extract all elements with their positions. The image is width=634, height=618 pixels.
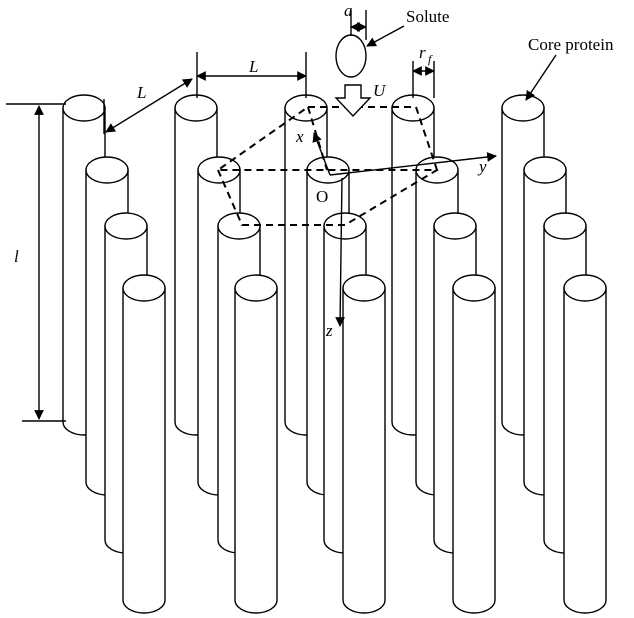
core-protein-cylinders	[62, 94, 607, 614]
solute-label: Solute	[406, 7, 449, 26]
y-axis-label: y	[477, 157, 487, 176]
coordinate-axes	[312, 132, 497, 327]
cylinder-4-2	[234, 274, 278, 614]
spacing-diagonal-label: L	[136, 83, 146, 102]
x-axis-label: x	[295, 127, 304, 146]
core-protein-leader-arrow	[525, 54, 557, 101]
x-axis-arrow	[312, 132, 331, 176]
solute-particle	[335, 10, 405, 78]
fiber-radius-subscript: f	[428, 52, 433, 66]
spacing-top-label: L	[248, 57, 258, 76]
length-label: l	[14, 247, 19, 266]
length-dimension	[6, 103, 66, 422]
spacing-top	[196, 52, 307, 98]
cylinder-4-1	[122, 274, 166, 614]
flow-velocity-label: U	[373, 81, 387, 100]
origin-label: O	[316, 187, 328, 206]
flow-arrow	[334, 84, 372, 118]
fiber-radius-dimension	[412, 61, 435, 98]
solute-radius-label: a	[344, 1, 353, 20]
fiber-radius-label: r	[419, 43, 426, 62]
spacing-diagonal	[103, 78, 193, 134]
cylinder-4-4	[452, 274, 496, 614]
z-axis-arrow	[335, 177, 346, 327]
core-protein-label: Core protein	[528, 35, 614, 54]
cylinder-4-3	[342, 274, 386, 614]
z-axis-label: z	[325, 321, 333, 340]
cylinder-4-5	[563, 274, 607, 614]
solute-leader-arrow	[366, 25, 405, 47]
y-axis-arrow	[329, 152, 497, 176]
